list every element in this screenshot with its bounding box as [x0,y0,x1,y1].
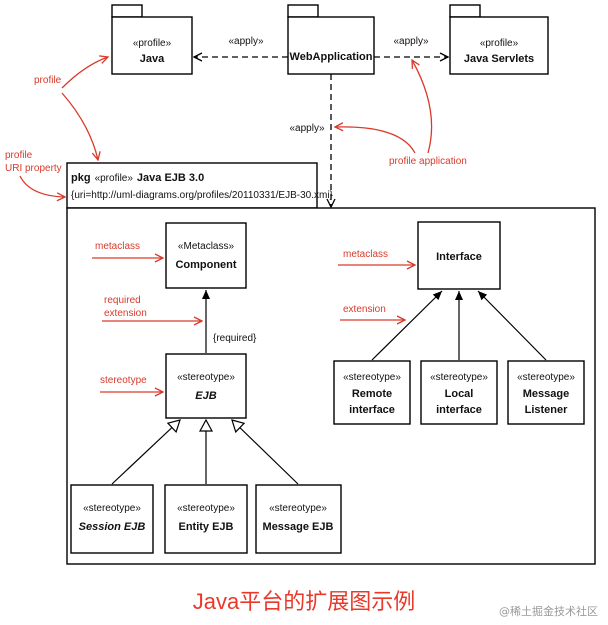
local-interface-stereotype: «stereotype» Local interface [420,360,498,425]
remote-interface-name-line2: interface [349,404,395,416]
servlets-package-tab [449,4,481,18]
java-servlets-profile-package: «profile» Java Servlets [449,4,549,75]
annotation-metaclass-right: metaclass [343,249,388,260]
watermark: @稀土掘金技术社区 [499,605,598,618]
webapp-name: WebApplication [290,51,373,63]
figure-caption: Java平台的扩展图示例 [192,589,416,614]
annotation-profile-application: profile application [389,156,467,167]
annotation-application-arrow-down [335,127,416,154]
ejb-package-title: pkg «profile»Java EJB 3.0 [71,172,204,184]
ejb-stereotype: «stereotype» EJB [165,353,247,419]
annotation-profile-uri-line2: URI property [5,163,62,174]
message-ejb-stereotype: «stereotype» Message EJB [255,484,342,554]
component-metaclass: «Metaclass» Component [165,222,247,289]
ejb-package-title-prefix: pkg [71,172,91,184]
message-ejb-stereo: «stereotype» [269,503,327,514]
interface-metaclass: Interface [417,221,501,290]
ejb-package-title-name: Java EJB 3.0 [137,172,204,184]
message-ejb-name: Message EJB [263,521,334,533]
annotation-profile-arrow-ejb [61,92,98,160]
message-listener-name-line1: Message [523,388,569,400]
local-interface-name-line1: Local [445,388,474,400]
apply-left-label: «apply» [228,36,263,47]
annotation-profile-uri-line1: profile [5,150,33,161]
ejb-box [165,353,247,419]
message-generalization [232,420,299,485]
entity-ejb-stereotype: «stereotype» Entity EJB [164,484,248,554]
ejb-package-tab [66,162,318,209]
apply-right-label: «apply» [393,36,428,47]
remote-interface-stereotype: «stereotype» Remote interface [333,360,411,425]
servlets-name: Java Servlets [464,53,534,65]
local-interface-stereo: «stereotype» [430,372,488,383]
remote-interface-name-line1: Remote [352,388,392,400]
servlets-stereo: «profile» [480,38,519,49]
annotation-required-line2: extension [104,308,147,319]
component-box [165,222,247,289]
message-listener-box [507,360,585,425]
interface-box [417,221,501,290]
remote-interface-box [333,360,411,425]
session-generalization [111,420,180,485]
annotation-metaclass-left: metaclass [95,241,140,252]
component-name: Component [175,259,236,271]
webapplication-package: WebApplication [287,4,375,75]
annotation-profile-arrow-java [61,57,108,89]
uml-diagram: «profile» Java WebApplication «profile» … [5,4,596,565]
java-package-body [111,16,193,75]
apply-down-label: «apply» [289,123,324,134]
annotation-uri-arrow [19,175,65,197]
java-stereo: «profile» [133,38,172,49]
listener-extension-arrow [477,290,547,361]
webapp-package-body [287,16,375,75]
servlets-package-body [449,16,549,75]
java-profile-package: «profile» Java [111,4,193,75]
annotation-stereotype: stereotype [100,375,147,386]
message-listener-stereo: «stereotype» [517,372,575,383]
ejb-package-title-stereo: «profile» [95,173,134,184]
annotation-profile: profile [34,75,62,86]
session-ejb-box [70,484,154,554]
session-ejb-stereotype: «stereotype» Session EJB [70,484,154,554]
ejb-stereo: «stereotype» [177,372,235,383]
session-ejb-name: Session EJB [79,521,146,533]
message-listener-name-line2: Listener [525,404,569,416]
remote-interface-stereo: «stereotype» [343,372,401,383]
ejb-name: EJB [195,390,216,402]
message-ejb-box [255,484,342,554]
java-name: Java [140,53,165,65]
required-label: {required} [213,333,257,344]
java-package-tab [111,4,143,18]
remote-extension-arrow [371,290,443,361]
message-listener-stereotype: «stereotype» Message Listener [507,360,585,425]
entity-ejb-box [164,484,248,554]
entity-ejb-stereo: «stereotype» [177,503,235,514]
webapp-package-tab [287,4,319,18]
ejb-package-uri: {uri=http://uml-diagrams.org/profiles/20… [71,190,334,201]
annotations: profile profile URI property profile app… [5,57,467,392]
component-stereo: «Metaclass» [178,241,235,252]
session-ejb-stereo: «stereotype» [83,503,141,514]
local-interface-box [420,360,498,425]
local-interface-name-line2: interface [436,404,482,416]
annotation-required-line1: required [104,295,141,306]
interface-name: Interface [436,251,482,263]
annotation-extension: extension [343,304,386,315]
annotation-application-arrow-servlets [412,60,433,154]
entity-ejb-name: Entity EJB [178,521,233,533]
